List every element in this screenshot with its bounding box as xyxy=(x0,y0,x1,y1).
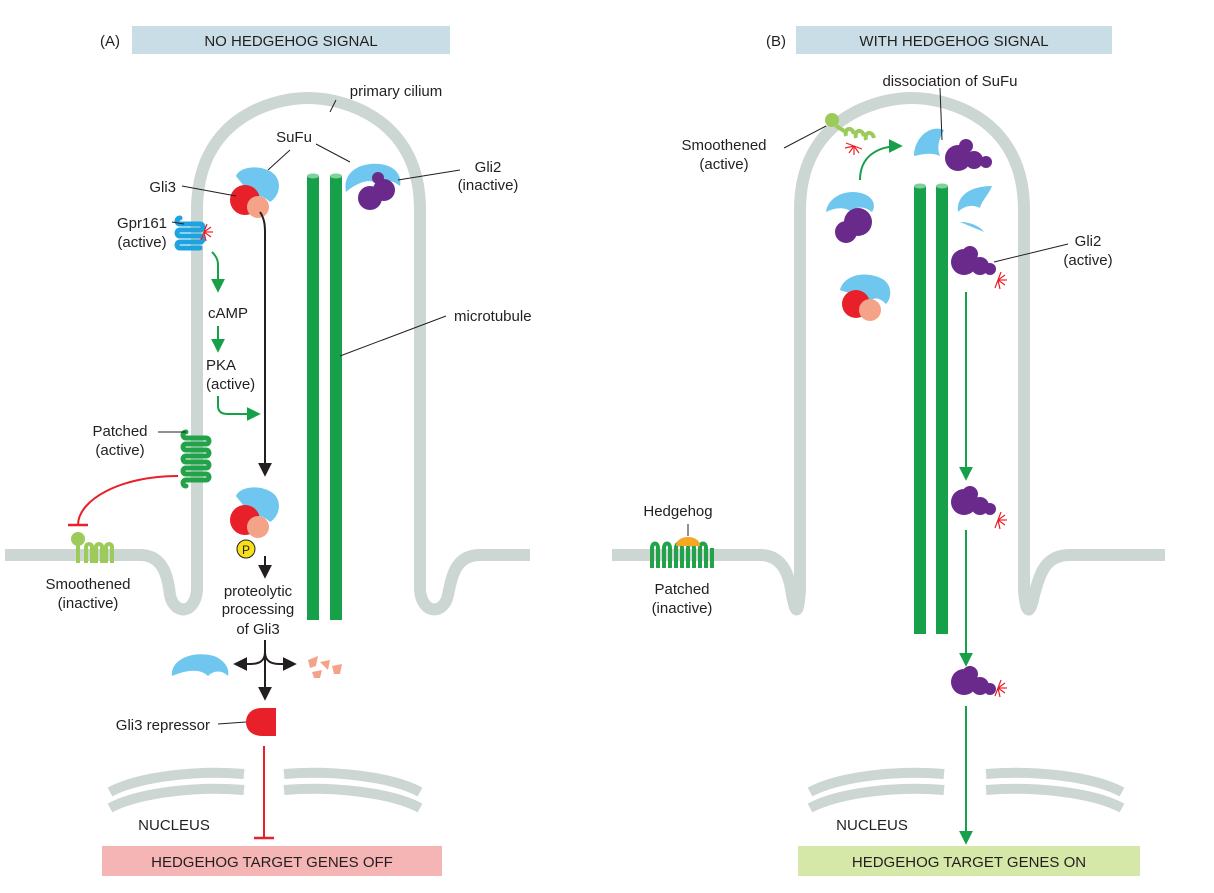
label-smoothened-active: (active) xyxy=(699,156,748,173)
label-sufu: SuFu xyxy=(276,129,312,146)
label-patched-a: Patched xyxy=(92,423,147,440)
panel-b-header: WITH HEDGEHOG SIGNAL xyxy=(859,33,1048,50)
panel-a-footer-box xyxy=(102,846,442,876)
arrow-split-left xyxy=(233,651,266,671)
patched-active-receptor xyxy=(180,429,212,489)
label-smoothened-inactive: (inactive) xyxy=(58,595,119,612)
label-processing: processing xyxy=(222,601,295,618)
gli2-dissociated-top xyxy=(945,139,992,171)
panel-a-nucleus-envelope-right xyxy=(283,767,423,797)
label-patched-inactive: (inactive) xyxy=(652,600,713,617)
panel-b-membrane xyxy=(612,91,1165,616)
gli3-sufu-complex-phosphorylated xyxy=(230,487,279,538)
label-gli2-a: Gli2 xyxy=(475,159,502,176)
panel-a-header-box xyxy=(132,26,450,54)
gli2-active-3 xyxy=(951,666,1008,698)
gli2-active-2 xyxy=(951,486,1008,530)
smoothened-active-receptor xyxy=(825,113,876,156)
sufu-dissociating-1 xyxy=(914,128,944,156)
phosphate-badge xyxy=(236,539,256,559)
gli3-sufu-complex-top xyxy=(230,167,279,218)
label-proteolytic: proteolytic xyxy=(224,583,293,600)
gli2-active-1 xyxy=(951,246,1008,290)
label-patched-b: Patched xyxy=(654,581,709,598)
label-dissociation: dissociation of SuFu xyxy=(882,73,1017,90)
label-primary-cilium: primary cilium xyxy=(350,83,443,100)
panel-a-microtubule-2 xyxy=(330,176,342,620)
label-smoothened-a: Smoothened xyxy=(45,576,130,593)
label-microtubule: microtubule xyxy=(454,308,532,325)
panel-a-letter: (A) xyxy=(100,33,120,50)
label-smoothened-b: Smoothened xyxy=(681,137,766,154)
panel-a-membrane xyxy=(5,91,530,616)
sufu-dissociating-2 xyxy=(957,186,992,232)
panel-a-header: NO HEDGEHOG SIGNAL xyxy=(204,33,377,50)
arrow-gli3-transport xyxy=(258,211,272,477)
label-gli2-inactive: (inactive) xyxy=(458,177,519,194)
panel-b-microtubule-2 xyxy=(936,186,948,634)
label-of-gli3: of Gli3 xyxy=(236,621,279,638)
panel-a-microtubule-1 xyxy=(307,176,319,620)
gli2-sufu-complex-b xyxy=(826,192,874,243)
arrow-split-right xyxy=(264,651,297,671)
panel-b-letter: (B) xyxy=(766,33,786,50)
panel-b-footer-box xyxy=(798,846,1140,876)
label-gpr161-active: (active) xyxy=(117,234,166,251)
smoothened-inactive-receptor xyxy=(71,532,114,563)
gli3-repressor-shape xyxy=(246,708,276,736)
label-gli2-b: Gli2 xyxy=(1075,233,1102,250)
panel-b-nucleus-envelope-left xyxy=(807,767,945,797)
label-nucleus-b: NUCLEUS xyxy=(836,817,908,834)
panel-b-header-box xyxy=(796,26,1112,54)
label-pka: PKA xyxy=(206,357,236,374)
panel-a-footer: HEDGEHOG TARGET GENES OFF xyxy=(151,854,393,871)
panel-b-nucleus-envelope-right xyxy=(985,767,1125,797)
panel-b-footer: HEDGEHOG TARGET GENES ON xyxy=(852,854,1086,871)
phosphate-label: P xyxy=(242,543,250,557)
label-gli3-repressor: Gli3 repressor xyxy=(116,717,210,734)
arrow-dissociation xyxy=(859,139,903,181)
label-camp: cAMP xyxy=(208,305,248,322)
label-gli2-active: (active) xyxy=(1063,252,1112,269)
arrow-pka-to-processing xyxy=(217,396,261,421)
label-gpr161: Gpr161 xyxy=(117,215,167,232)
panel-b: (B) WITH HEDGEHOG SIGNAL xyxy=(612,26,1165,876)
gpr161-receptor xyxy=(174,215,214,251)
gli2-sufu-complex-inactive xyxy=(345,163,401,210)
sufu-released xyxy=(171,654,229,676)
label-patched-active: (active) xyxy=(95,442,144,459)
gli3-fragments xyxy=(308,656,342,678)
arrow-gpr161-to-camp xyxy=(211,251,225,293)
gli3-sufu-complex-b xyxy=(840,274,891,321)
panel-a-nucleus-envelope-left xyxy=(107,767,245,797)
panel-b-microtubule-1 xyxy=(914,186,926,634)
label-hedgehog: Hedgehog xyxy=(643,503,712,520)
label-gli3: Gli3 xyxy=(149,179,176,196)
label-pka-active: (active) xyxy=(206,376,255,393)
hedgehog-ligand xyxy=(676,537,700,546)
panel-a: (A) NO HEDGEHOG SIGNAL xyxy=(5,26,532,876)
label-nucleus-a: NUCLEUS xyxy=(138,817,210,834)
patched-inhibition-line xyxy=(77,475,179,526)
